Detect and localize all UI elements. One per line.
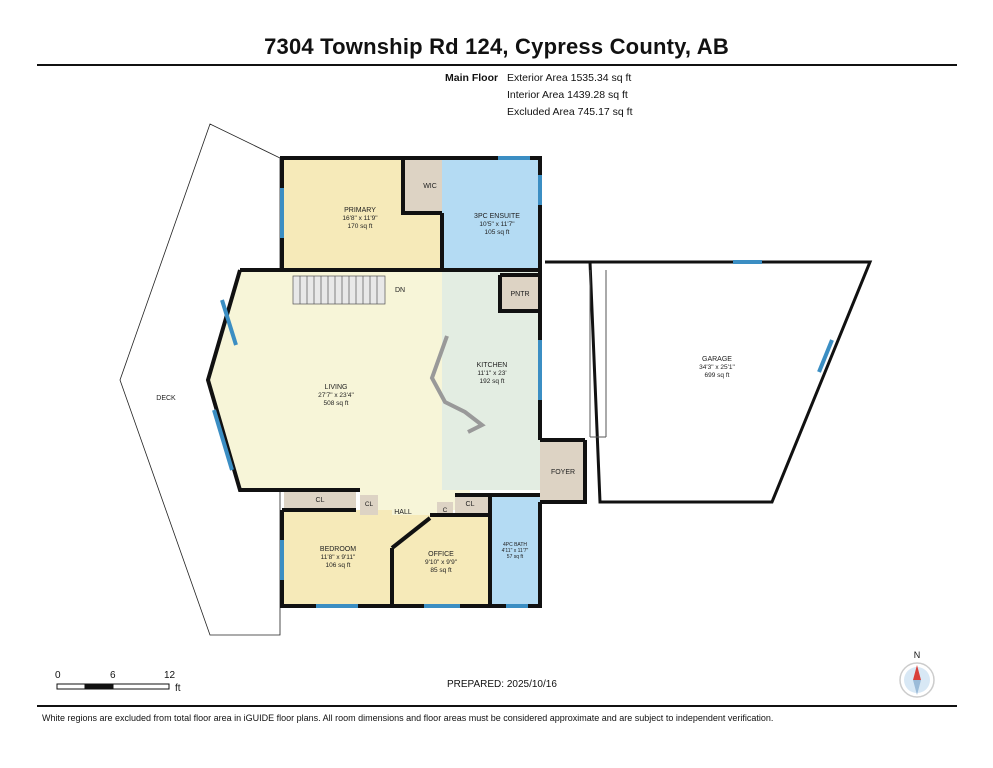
- ensuite-area: 105 sq ft: [485, 229, 510, 236]
- garage-label: GARAGE: [702, 356, 732, 363]
- stairs-label: DN: [395, 287, 405, 294]
- foyer-room: [540, 440, 585, 502]
- closet-bedroom-label: CL: [316, 497, 325, 504]
- bedroom-dims: 11'8" x 9'11": [321, 554, 356, 561]
- primary-area: 170 sq ft: [348, 223, 373, 230]
- bedroom-label: BEDROOM: [320, 546, 356, 553]
- compass-north-label: N: [913, 650, 921, 660]
- floor-label: Main Floor: [445, 72, 499, 84]
- exterior-area: Exterior Area 1535.34 sq ft: [507, 72, 632, 84]
- closet-office: [455, 495, 488, 515]
- pantry-room: [500, 275, 540, 311]
- thin-lines: [589, 270, 607, 438]
- garage-dims: 34'3" x 25'1": [699, 364, 735, 371]
- hall-label: HALL: [394, 509, 412, 516]
- ensuite-room: [442, 158, 540, 270]
- compass-icon: [899, 662, 935, 698]
- closet-bedroom: [284, 492, 356, 508]
- wic-label: WIC: [423, 183, 437, 190]
- ensuite-dims: 10'5" x 11'7": [479, 221, 515, 228]
- excluded-area: Excluded Area 745.17 sq ft: [507, 106, 633, 118]
- bath-dims: 4'11" x 11'7": [502, 548, 529, 554]
- closet-hall: [360, 495, 378, 515]
- living-area: 508 sq ft: [324, 400, 349, 407]
- scale-tick-0: 0: [55, 670, 61, 681]
- bath-area: 57 sq ft: [507, 554, 524, 560]
- closet-hall-label: CL: [365, 501, 374, 508]
- garage-area: [590, 262, 870, 502]
- closet-small-label: C: [443, 507, 448, 514]
- kitchen-counter: [429, 335, 486, 434]
- kitchen-area: 192 sq ft: [480, 378, 505, 385]
- interior-area: Interior Area 1439.28 sq ft: [507, 89, 628, 101]
- disclaimer: White regions are excluded from total fl…: [42, 713, 774, 723]
- deck-label: DECK: [156, 395, 176, 402]
- bedroom-area: 106 sq ft: [326, 562, 351, 569]
- primary-dims: 16'8" x 11'9": [342, 215, 378, 222]
- living-dims: 27'7" x 23'4": [318, 392, 354, 399]
- kitchen-dims: 11'1" x 23': [477, 370, 506, 377]
- header-divider: [37, 64, 957, 66]
- living-room: [208, 270, 468, 490]
- office-room: [392, 515, 490, 606]
- windows: [212, 156, 834, 608]
- page-title: 7304 Township Rd 124, Cypress County, AB: [264, 34, 729, 59]
- garage-area: 699 sq ft: [705, 372, 730, 379]
- bedroom-room: [282, 510, 392, 606]
- scale-tick-6: 6: [110, 670, 116, 681]
- prepared-date: PREPARED: 2025/10/16: [447, 679, 557, 690]
- scale-bar: [56, 683, 170, 690]
- scale-unit: ft: [175, 683, 181, 694]
- stairs: [292, 275, 386, 305]
- deck-area: [119, 123, 281, 636]
- scale-tick-12: 12: [164, 670, 176, 681]
- ensuite-label: 3PC ENSUITE: [474, 213, 520, 220]
- closet-office-label: CL: [466, 501, 475, 508]
- office-dims: 9'10" x 9'9": [425, 559, 458, 566]
- closet-small: [437, 502, 453, 516]
- compass: N: [895, 650, 939, 700]
- office-area: 85 sq ft: [430, 567, 452, 574]
- living-label: LIVING: [325, 384, 348, 391]
- bath-room: [490, 495, 540, 606]
- primary-label: PRIMARY: [344, 207, 376, 214]
- foyer-label: FOYER: [551, 469, 575, 476]
- bath-label: 4PC BATH: [503, 542, 527, 548]
- pantry-label: PNTR: [510, 291, 529, 298]
- kitchen-label: KITCHEN: [477, 362, 508, 369]
- office-label: OFFICE: [428, 551, 454, 558]
